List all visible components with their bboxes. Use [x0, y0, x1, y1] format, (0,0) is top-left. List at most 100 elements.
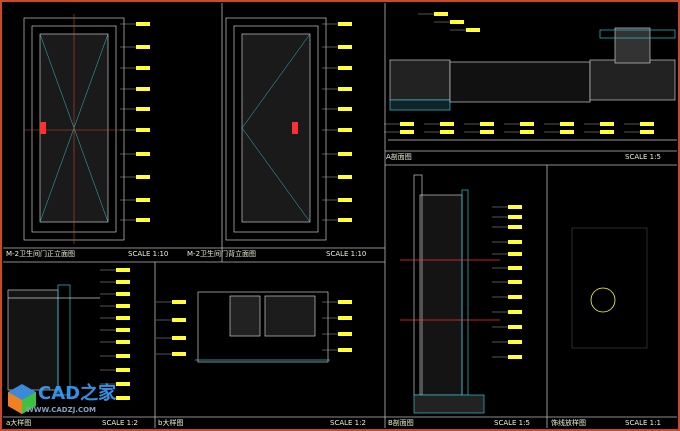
annotation-tag: [440, 130, 454, 134]
section-a: [388, 27, 677, 141]
panel-scale: SCALE 1:5: [494, 419, 530, 427]
annotation-tag: [508, 295, 522, 299]
annotation-tag: [116, 368, 130, 372]
panel-scale: SCALE 1:10: [128, 250, 169, 258]
annotation-tag: [440, 122, 454, 126]
panel-scale: SCALE 1:2: [330, 419, 366, 427]
panel-scale: SCALE 1:5: [625, 153, 661, 161]
annotation-tag: [508, 355, 522, 359]
annotation-tag: [508, 325, 522, 329]
annotation-tag: [338, 316, 352, 320]
annotation-tag: [136, 152, 150, 156]
section-b: [400, 174, 500, 414]
door-panel: [241, 33, 311, 223]
panel-title: A剖面图: [386, 153, 412, 161]
annotation-tag: [520, 122, 534, 126]
annotation-tag: [116, 328, 130, 332]
annotation-tag: [508, 225, 522, 229]
annotation-tag: [338, 300, 352, 304]
annotation-tag: [640, 122, 654, 126]
detail-a: [7, 284, 100, 396]
panel-dividers: [3, 3, 677, 428]
annotation-tag: [116, 292, 130, 296]
annotation-tag: [116, 382, 130, 386]
annotation-tag: [480, 122, 494, 126]
annotation-tag: [338, 218, 352, 222]
annotation-tag: [520, 130, 534, 134]
annotation-tag: [172, 336, 186, 340]
annotation-tag: [136, 107, 150, 111]
annotation-tag: [508, 215, 522, 219]
annotation-tag: [450, 20, 464, 24]
annotation-tag: [508, 252, 522, 256]
annotation-tag: [560, 122, 574, 126]
door-back-elevation: [225, 17, 327, 241]
layout-grid: [571, 227, 648, 349]
annotation-tag: [338, 175, 352, 179]
annotation-tag: [600, 130, 614, 134]
annotation-tag: [338, 107, 352, 111]
panel-scale: SCALE 1:10: [326, 250, 367, 258]
annotation-tag: [508, 280, 522, 284]
annotation-tag: [136, 175, 150, 179]
panel-title: M-2卫生间门背立面图: [187, 250, 257, 258]
panel-title: 饰线放样图: [551, 419, 586, 427]
annotation-tag: [338, 66, 352, 70]
annotation-tag: [338, 45, 352, 49]
annotation-tag: [116, 396, 130, 400]
annotation-tag: [116, 354, 130, 358]
panel-title: a大样图: [6, 419, 32, 427]
annotation-tag: [400, 130, 414, 134]
annotation-tag: [640, 130, 654, 134]
panel-title: B剖面图: [388, 419, 414, 427]
annotation-tag: [136, 45, 150, 49]
annotation-tag: [116, 304, 130, 308]
annotation-tag: [136, 218, 150, 222]
panel-scale: SCALE 1:1: [625, 419, 661, 427]
annotation-tag: [116, 268, 130, 272]
annotation-tag: [434, 12, 448, 16]
dimension-labels: [100, 12, 654, 400]
annotation-tag: [338, 152, 352, 156]
panel-scale: SCALE 1:2: [102, 419, 138, 427]
door-handle: [292, 122, 298, 134]
panel-title: M-2卫生间门正立面图: [6, 250, 76, 258]
panel-title: b大样图: [158, 419, 184, 427]
door-handle: [40, 122, 46, 134]
annotation-tag: [338, 87, 352, 91]
annotation-tag: [136, 87, 150, 91]
annotation-tag: [508, 310, 522, 314]
moulding-layout: [571, 227, 648, 349]
cad-logo-icon: [8, 384, 36, 414]
annotation-tag: [466, 28, 480, 32]
annotation-tag: [338, 348, 352, 352]
annotation-tag: [136, 66, 150, 70]
door-front-elevation: [23, 14, 125, 244]
annotation-tag: [172, 300, 186, 304]
annotation-tag: [338, 198, 352, 202]
annotation-tag: [172, 352, 186, 356]
annotation-tag: [560, 130, 574, 134]
annotation-tag: [480, 130, 494, 134]
annotation-tag: [338, 332, 352, 336]
annotation-tag: [508, 266, 522, 270]
annotation-tag: [508, 340, 522, 344]
annotation-tag: [600, 122, 614, 126]
annotation-tag: [136, 22, 150, 26]
watermark-url: WWW.CADZJ.COM: [26, 406, 97, 414]
annotation-tag: [508, 240, 522, 244]
annotation-tag: [116, 280, 130, 284]
watermark-brand: CAD之家: [38, 383, 117, 404]
annotation-tag: [338, 22, 352, 26]
annotation-tag: [116, 340, 130, 344]
annotation-tag: [172, 318, 186, 322]
annotation-tag: [400, 122, 414, 126]
annotation-tag: [136, 198, 150, 202]
annotation-tag: [136, 128, 150, 132]
annotation-tag: [116, 316, 130, 320]
annotation-tag: [338, 128, 352, 132]
annotation-tag: [508, 205, 522, 209]
